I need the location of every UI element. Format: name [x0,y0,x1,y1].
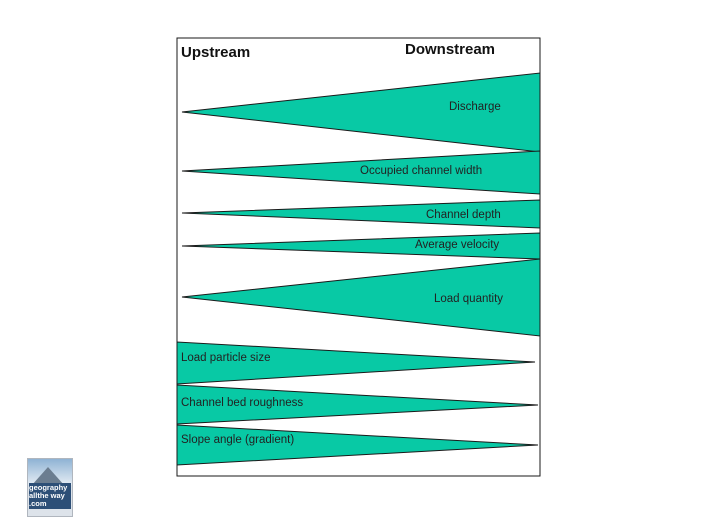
bed-roughness-label: Channel bed roughness [181,397,303,409]
site-logo: geography allthe way .com [27,458,73,517]
channel-width-label: Occupied channel width [360,165,482,177]
channel-depth-wedge [181,199,541,229]
logo-wordmark: geography allthe way .com [29,483,71,509]
mountain-icon [28,459,72,485]
downstream-header: Downstream [405,41,495,58]
load-quantity-wedge [181,258,541,337]
upstream-header: Upstream [181,44,250,61]
channel-width-wedge [181,150,541,195]
slope-angle-label: Slope angle (gradient) [181,434,294,446]
channel-depth-label: Channel depth [426,209,501,221]
particle-size-wedge [176,341,536,385]
slope-angle-wedge [176,424,539,466]
discharge-wedge [181,72,541,153]
particle-size-label: Load particle size [181,352,271,364]
discharge-label: Discharge [449,101,501,113]
load-quantity-label: Load quantity [434,293,503,305]
average-velocity-label: Average velocity [415,239,499,251]
average-velocity-wedge [181,232,541,260]
bed-roughness-wedge [176,384,539,425]
